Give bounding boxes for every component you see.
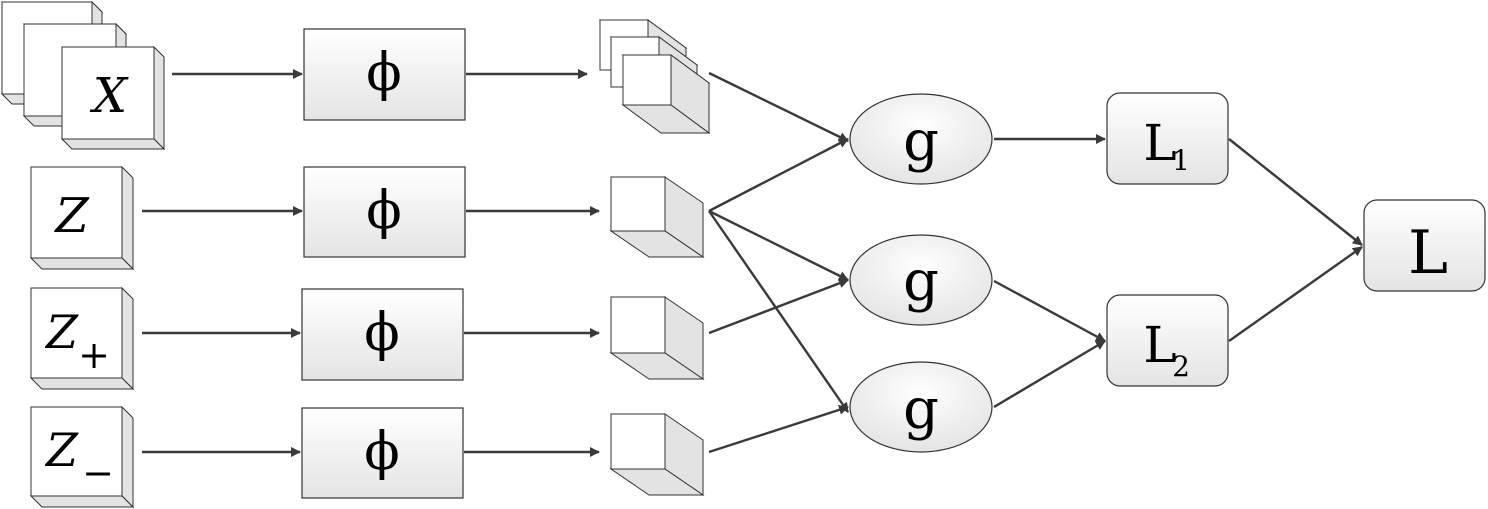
loss-box-1: L 1 xyxy=(1106,92,1229,185)
arrows xyxy=(142,69,1363,457)
arrow-loss-1-to-total xyxy=(1228,138,1363,246)
input-z-minus-subscript: − xyxy=(82,451,114,495)
combiner-node-2: g xyxy=(849,234,993,326)
encoder-box-2: ϕ xyxy=(303,166,466,258)
embedding-x-cube-front xyxy=(621,54,711,134)
encoder-2-label: ϕ xyxy=(366,181,401,241)
loss-box-2: L 2 xyxy=(1106,294,1229,387)
encoder-box-3: ϕ xyxy=(301,288,464,381)
input-block-x: X xyxy=(0,0,166,151)
loss-1-label: L xyxy=(1143,114,1176,172)
input-block-z-plus: Z + xyxy=(29,286,135,391)
input-z-plus-label: Z xyxy=(44,305,79,359)
input-block-z: Z xyxy=(29,165,135,271)
total-loss-label: L xyxy=(1408,218,1448,288)
arrow-embedding-z-to-g3 xyxy=(708,210,849,413)
combiner-1-label: g xyxy=(903,109,939,174)
combiner-3-label: g xyxy=(903,377,939,442)
encoder-4-label: ϕ xyxy=(364,422,399,482)
loss-2-subscript: 2 xyxy=(1172,350,1190,383)
arrow-embedding-x-to-g1 xyxy=(708,71,849,143)
arrow-embedding-z-to-g1 xyxy=(708,137,849,213)
encoder-box-4: ϕ xyxy=(301,407,464,499)
encoder-box-1: ϕ xyxy=(303,28,466,121)
encoder-3-label: ϕ xyxy=(364,303,399,363)
total-loss-box: L xyxy=(1363,199,1486,292)
arrow-embedding-z-minus-to-g3 xyxy=(708,405,849,454)
arrow-embedding-z-to-g2 xyxy=(708,209,849,282)
encoder-1-label: ϕ xyxy=(366,43,401,103)
embedding-cube-stack-x xyxy=(598,19,711,134)
loss-1-subscript: 1 xyxy=(1172,144,1190,177)
combiner-node-1: g xyxy=(849,93,993,185)
input-x-front-card xyxy=(60,45,166,151)
combiner-2-label: g xyxy=(903,249,939,314)
input-x-label: X xyxy=(89,68,129,124)
arrow-g3-to-loss-2 xyxy=(993,339,1106,409)
combiner-node-3: g xyxy=(849,361,993,453)
embedding-cube-z-minus xyxy=(609,413,705,496)
arrow-embedding-z-plus-to-g2 xyxy=(708,278,849,335)
arrow-g2-to-loss-2 xyxy=(993,279,1106,343)
input-block-z-minus: Z − xyxy=(29,405,135,509)
embedding-cube-z-plus xyxy=(609,296,705,380)
embedding-cube-z xyxy=(609,176,705,258)
loss-2-label: L xyxy=(1143,316,1176,374)
input-z-minus-label: Z xyxy=(44,423,79,477)
input-z-plus-subscript: + xyxy=(78,333,110,377)
input-z-label: Z xyxy=(53,188,90,244)
arrow-loss-2-to-total xyxy=(1228,246,1363,342)
